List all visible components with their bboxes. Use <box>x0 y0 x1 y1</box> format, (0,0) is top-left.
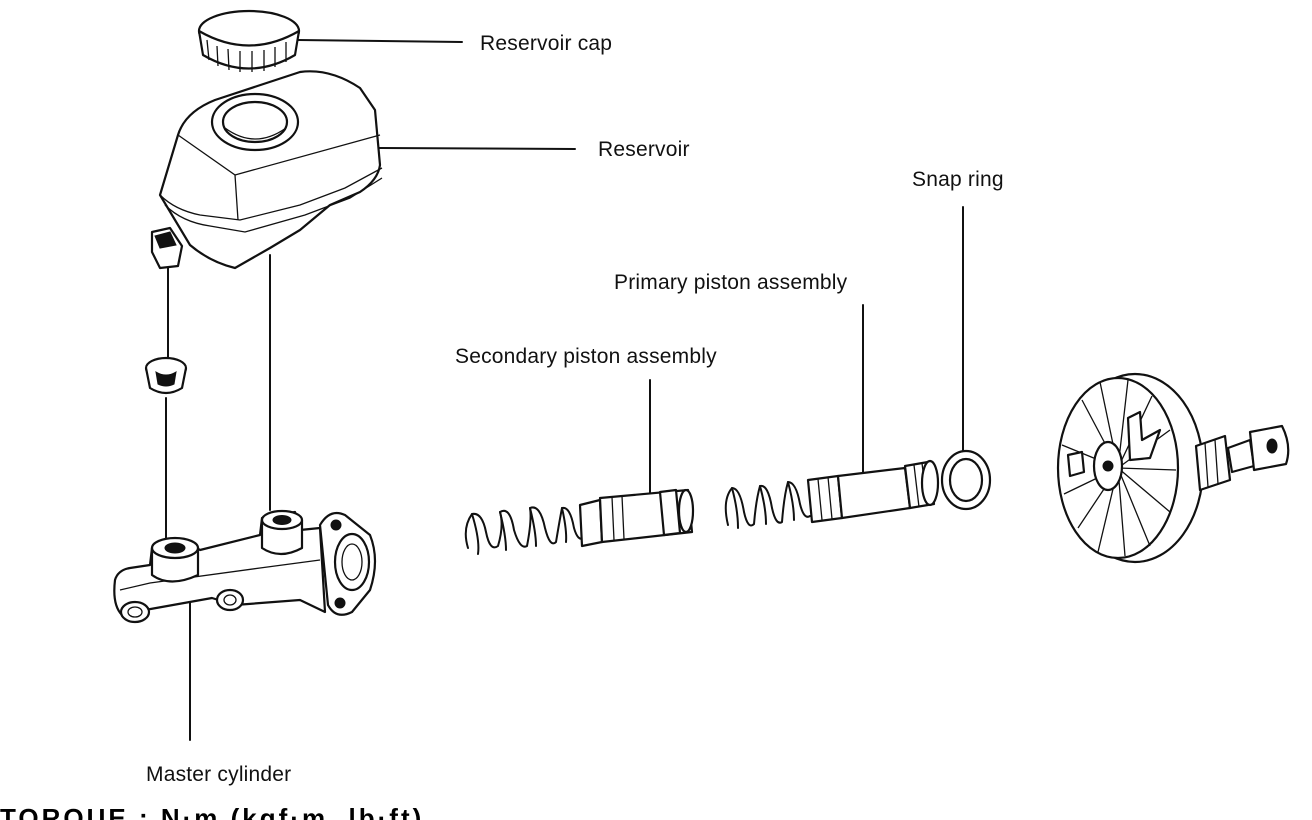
primary-piston-assembly <box>724 459 940 529</box>
leader-reservoir-cap <box>297 39 463 43</box>
label-master-cylinder: Master cylinder <box>146 763 292 786</box>
grommet <box>144 356 188 395</box>
reservoir-cap <box>197 9 301 72</box>
leader-lines <box>189 39 964 741</box>
label-snap-ring: Snap ring <box>912 168 1004 191</box>
snap-ring <box>940 449 992 511</box>
torque-caption: TORQUE : N·m (kgf·m, lb·ft) <box>0 803 425 820</box>
brake-booster <box>1056 372 1290 564</box>
master-cylinder <box>113 509 377 624</box>
label-primary-piston-assembly: Primary piston assembly <box>614 271 848 294</box>
leader-reservoir <box>377 147 576 150</box>
label-reservoir-cap: Reservoir cap <box>480 32 613 55</box>
reservoir <box>150 70 383 270</box>
label-reservoir: Reservoir <box>598 138 690 161</box>
label-secondary-piston-assembly: Secondary piston assembly <box>455 345 717 368</box>
secondary-piston-assembly <box>464 488 695 555</box>
